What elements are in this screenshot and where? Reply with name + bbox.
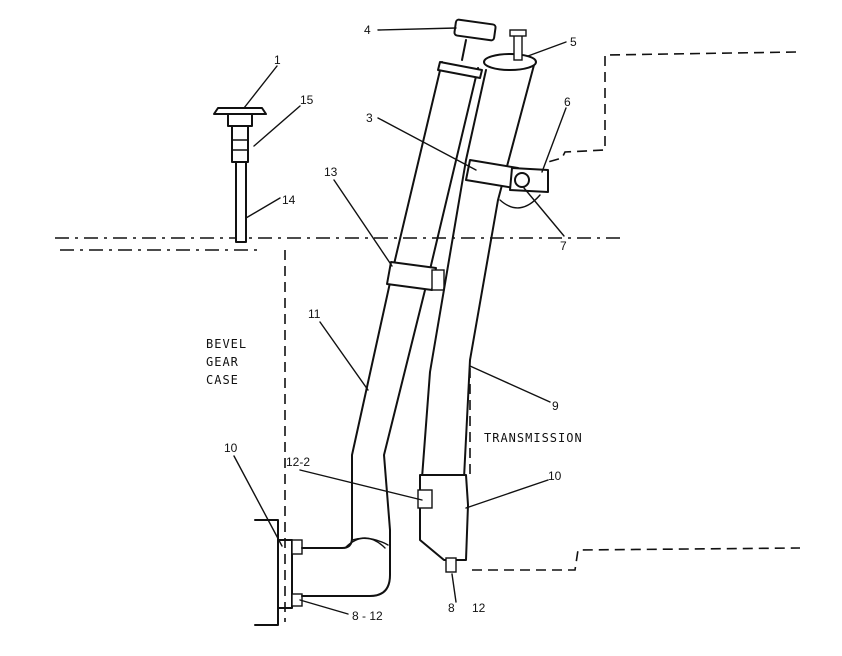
leader-13 — [333, 179, 393, 267]
filler-cap-5 — [483, 53, 537, 71]
tube-11 — [301, 18, 497, 597]
callout-12-2: 12-2 — [286, 455, 310, 469]
leader-5 — [527, 41, 567, 57]
callout-13: 13 — [324, 165, 338, 179]
tube-11-top-collar — [437, 61, 483, 79]
area-labels: BEVEL GEAR CASE TRANSMISSION — [206, 337, 583, 445]
flange-plate — [277, 539, 293, 609]
callout-7: 7 — [560, 239, 567, 253]
callout-15: 15 — [300, 93, 314, 107]
callout-14: 14 — [282, 193, 296, 207]
clamp-13-bolt — [431, 269, 445, 291]
label-case: CASE — [206, 373, 239, 387]
callout-8-bottom: 8 — [448, 601, 455, 615]
callout-11: 11 — [308, 307, 321, 321]
cap-4 — [453, 18, 497, 42]
leader-4 — [377, 27, 457, 31]
leader-3 — [377, 117, 477, 171]
leader-lines — [233, 27, 567, 615]
callout-6: 6 — [564, 95, 571, 109]
leader-1 — [243, 65, 278, 109]
dipstick-fitting-15 — [231, 125, 249, 163]
callout-5: 5 — [570, 35, 577, 49]
callout-10-right: 10 — [548, 469, 562, 483]
leader-11 — [319, 321, 369, 391]
tube-9-left-wall — [421, 69, 487, 479]
callout-3: 3 — [366, 111, 373, 125]
bolt-8-bottom — [445, 557, 457, 573]
leader-14 — [245, 197, 281, 219]
callout-numbers: 1 15 14 13 4 5 3 6 7 11 9 10 12-2 10 8 -… — [224, 23, 577, 623]
dipstick-tube-14 — [235, 161, 247, 243]
bolt-7 — [514, 172, 530, 188]
label-bevel: BEVEL — [206, 337, 247, 351]
callout-4: 4 — [364, 23, 371, 37]
leader-10-left — [233, 455, 283, 547]
leader-7 — [523, 187, 565, 237]
label-transmission: TRANSMISSION — [484, 431, 583, 445]
transmission-top-outline — [547, 51, 797, 163]
elbow-curve — [351, 537, 389, 546]
tube-9-lower-fitting — [419, 474, 469, 561]
leader-6 — [541, 107, 567, 173]
dipstick-assembly — [213, 107, 267, 243]
tube-9-right-wall — [463, 64, 535, 479]
dipstick-handle-1 — [213, 107, 267, 115]
callout-10-left: 10 — [224, 441, 238, 455]
housing-outlines — [55, 51, 801, 622]
cap-4-stem — [461, 39, 467, 61]
bevel-case-flange — [254, 519, 303, 626]
dipstick-cap — [227, 113, 253, 127]
fitting-threads — [231, 139, 249, 151]
leader-9 — [469, 365, 551, 403]
cap-5-tip — [509, 29, 527, 37]
bracket-underside — [499, 194, 541, 209]
callout-8-12: 8 - 12 — [352, 609, 383, 623]
tube-11-right-wall — [301, 67, 479, 597]
callout-1: 1 — [274, 53, 281, 67]
clamp-13 — [386, 261, 437, 291]
transmission-bottom-line — [472, 547, 801, 571]
leader-8-bottom — [451, 573, 457, 603]
leader-8-12 — [299, 599, 349, 615]
flange-face — [254, 519, 279, 626]
callout-12-bottom: 12 — [472, 601, 486, 615]
leader-10-right — [465, 479, 549, 509]
callout-9: 9 — [552, 399, 559, 413]
label-gear: GEAR — [206, 355, 239, 369]
leader-15 — [253, 105, 301, 147]
tube-9 — [417, 29, 549, 573]
cap-5-stem — [513, 33, 523, 61]
bolt-left-upper — [291, 539, 303, 555]
leader-12-2 — [299, 469, 423, 501]
